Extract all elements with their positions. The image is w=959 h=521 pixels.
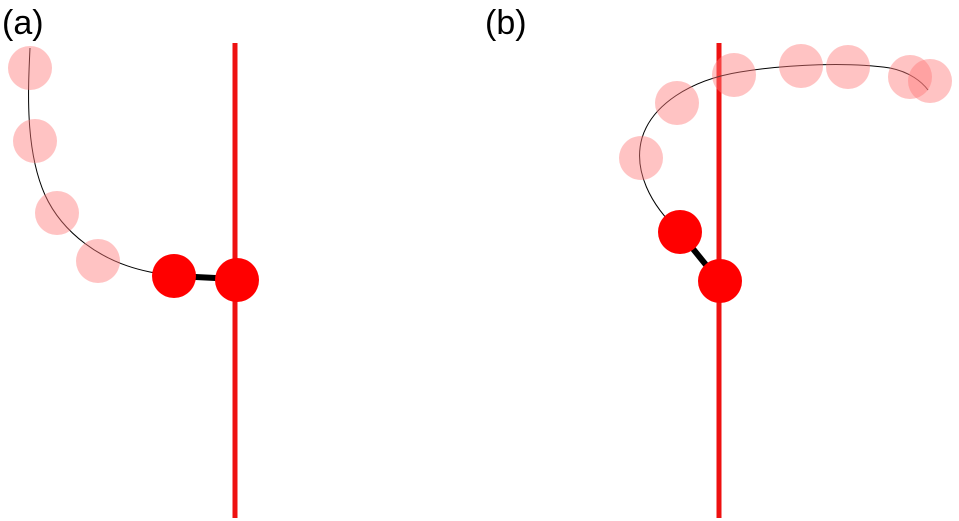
ghost-bead-b4 bbox=[779, 44, 823, 88]
bead-anchored-a bbox=[215, 258, 259, 302]
ghost-bead-a3 bbox=[35, 191, 79, 235]
bead-free-a bbox=[152, 254, 196, 298]
ghost-bead-b3 bbox=[712, 53, 756, 97]
ghost-bead-b6 bbox=[888, 55, 932, 99]
ghost-bead-b2 bbox=[655, 81, 699, 125]
ghost-bead-b5 bbox=[826, 45, 870, 89]
bead-free-b bbox=[658, 210, 702, 254]
panel-label-b: (b) bbox=[485, 4, 527, 42]
ghost-bead-a4 bbox=[76, 239, 120, 283]
ghost-bead-b7 bbox=[908, 59, 952, 103]
ghost-bead-a1 bbox=[8, 46, 52, 90]
panel-b bbox=[619, 43, 952, 518]
ghost-bead-b1 bbox=[619, 136, 663, 180]
bead-anchored-b bbox=[698, 259, 742, 303]
trajectory-path-b bbox=[639, 64, 929, 233]
panel-a bbox=[8, 43, 259, 518]
panel-label-a: (a) bbox=[2, 4, 44, 42]
ghost-bead-a2 bbox=[13, 119, 57, 163]
